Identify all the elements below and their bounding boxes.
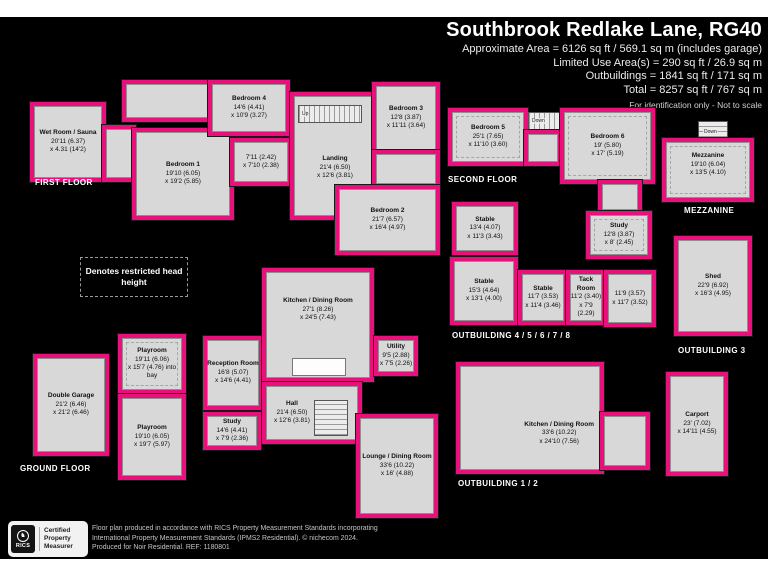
rics-logo: ♞ RICS: [11, 525, 35, 553]
room-store-outbuilding: 11'9 (3.57)x 11'7 (3.52): [604, 270, 656, 327]
ground-floor-label: GROUND FLOOR: [20, 464, 91, 473]
outbuilding-45678-label: OUTBUILDING 4 / 5 / 6 / 7 / 8: [452, 331, 571, 340]
room-bathroom-second-floor: [524, 130, 562, 166]
outbuilding-3-label: OUTBUILDING 3: [678, 346, 746, 355]
stairs-landing: Up: [298, 105, 362, 123]
total-area: Total = 8257 sq ft / 767 sq m: [623, 83, 763, 96]
room-bathroom-first-floor: [122, 80, 212, 122]
rics-certified-badge: ♞ RICS Certified Property Measurer: [8, 521, 88, 557]
floorplan-canvas: Southbrook Redlake Lane, RG40 Approximat…: [0, 17, 768, 559]
stairs-hall: [314, 400, 348, 436]
stairs-down-label: Down: [531, 118, 546, 124]
rics-lion-icon: ♞: [17, 529, 29, 542]
room-bathroom-bedroom-3: [372, 150, 440, 188]
kitchen-island: [292, 358, 346, 376]
second-floor-label: SECOND FLOOR: [448, 175, 518, 184]
room-store-first-floor: 7'11 (2.42)x 7'10 (2.38): [230, 138, 292, 186]
outbuildings-area: Outbuildings = 1841 sq ft / 171 sq m: [585, 70, 762, 82]
first-floor-label: FIRST FLOOR: [35, 178, 93, 187]
limited-use-area: Limited Use Area(s) = 290 sq ft / 26.9 s…: [553, 56, 762, 69]
page-title: Southbrook Redlake Lane, RG40: [446, 19, 762, 41]
footer-disclaimer: Floor plan produced in accordance with R…: [92, 525, 378, 552]
room-shower-wc: [102, 125, 136, 182]
restricted-head-height-note: Denotes restricted head height: [80, 257, 188, 297]
certified-property-measurer-label: Certified Property Measurer: [39, 527, 85, 551]
stairs-up-label: Up: [301, 111, 310, 117]
mezzanine-label: MEZZANINE: [684, 206, 735, 215]
stairs-second-floor: Down: [528, 112, 560, 130]
stairs-down-label: Down: [703, 129, 718, 135]
area-summary: Approximate Area = 6126 sq ft / 569.1 sq…: [462, 43, 762, 97]
room-corridor-second-floor: [598, 180, 642, 214]
stairs-mezzanine: Down: [698, 121, 728, 143]
approximate-area: Approximate Area = 6126 sq ft / 569.1 sq…: [462, 43, 762, 55]
outbuilding-12-label: OUTBUILDING 1 / 2: [458, 479, 539, 488]
room-store-outbuilding-12: [600, 412, 650, 470]
identification-disclaimer: For identification only - Not to scale: [629, 100, 762, 110]
